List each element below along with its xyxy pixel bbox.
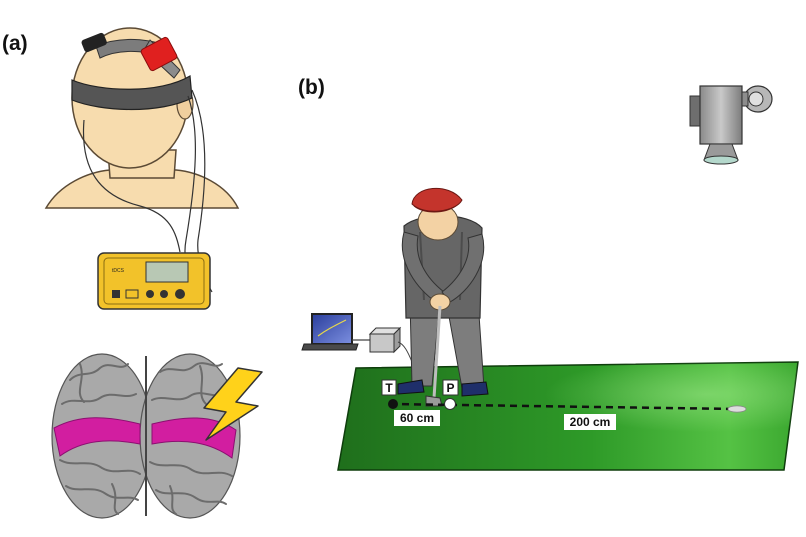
camera-icon [689, 85, 773, 165]
brain-highlight-left [53, 417, 141, 457]
black-electrode [81, 32, 107, 53]
distance-short-label: 60 cm [400, 411, 434, 425]
device-knob [160, 290, 168, 298]
tee-label: T [385, 381, 393, 395]
putt-label: P [446, 381, 454, 395]
golfer [397, 187, 489, 407]
lightning-bolt-icon [203, 367, 263, 441]
device-knob [175, 289, 185, 299]
laptop-icon [301, 313, 359, 351]
panel-label-a: (a) [2, 32, 28, 55]
distance-60cm: 60 cm [394, 410, 440, 426]
putt-path [389, 402, 737, 411]
device-brand: tDCS [112, 268, 125, 274]
golf-ball [444, 398, 456, 410]
device-button [112, 290, 120, 298]
amplifier-box-icon [352, 326, 413, 363]
tee-marker: T [381, 379, 398, 409]
brain-top-view [51, 353, 241, 519]
red-electrode [140, 36, 178, 72]
distance-200cm: 200 cm [564, 414, 616, 430]
distance-long-label: 200 cm [570, 415, 611, 429]
golf-hole [727, 405, 747, 413]
device-button [125, 289, 139, 299]
putt-marker: P [442, 379, 459, 410]
device-knob [146, 290, 154, 298]
head-with-electrodes [44, 27, 240, 293]
device-screen [145, 261, 189, 283]
panel-label-b: (b) [298, 76, 325, 99]
stimulator-device: tDCS [97, 252, 211, 310]
